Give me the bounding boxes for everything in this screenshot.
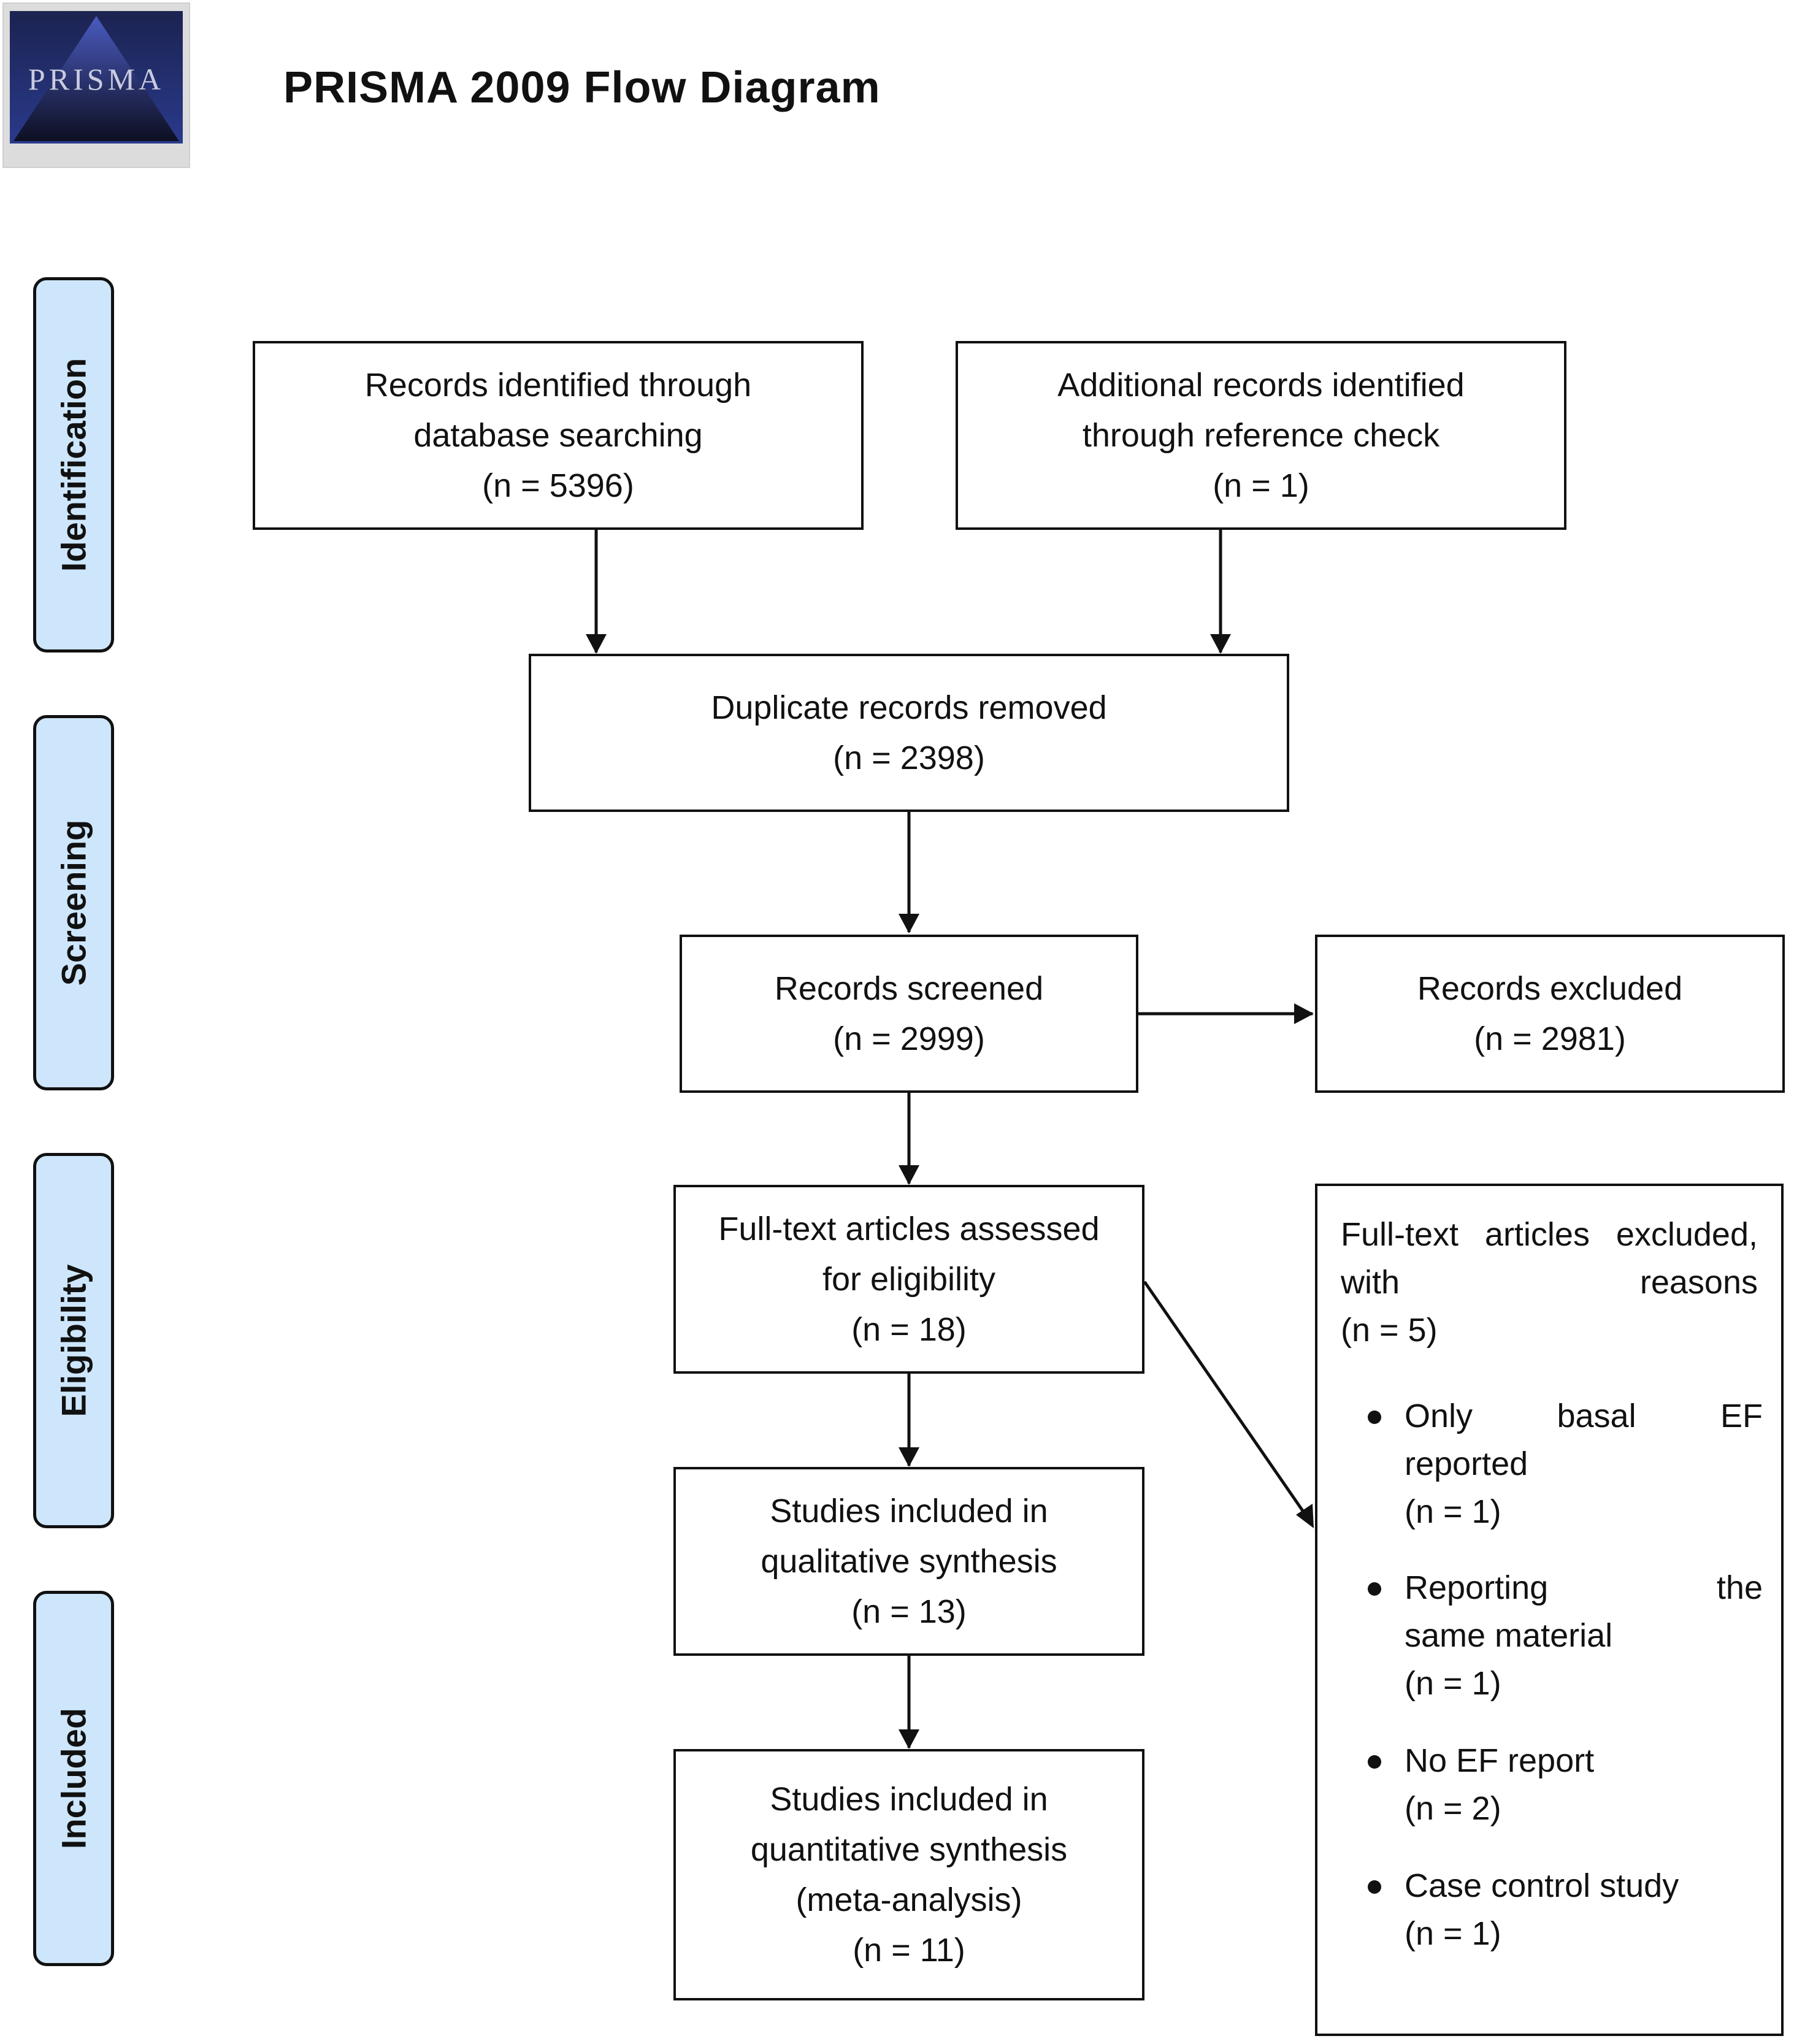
records-screened-label: Records screened — [774, 970, 1044, 1007]
exclusions-header-word1: Full-text — [1341, 1216, 1459, 1253]
database-search-line1: Records identified through — [364, 367, 752, 404]
exclusions-header-count: (n = 5) — [1341, 1312, 1438, 1349]
records-excluded-count: (n = 2981) — [1474, 1020, 1626, 1057]
stage-included: Included — [33, 1591, 114, 1966]
reason1-line2: reported — [1405, 1445, 1528, 1482]
box-records-screened: Records screened (n = 2999) — [680, 935, 1138, 1093]
box-records-excluded: Records excluded (n = 2981) — [1315, 935, 1785, 1093]
stage-screening: Screening — [33, 715, 114, 1090]
exclusion-reason-item: Only basal EF reported (n = 1) — [1368, 1392, 1763, 1536]
reference-check-line1: Additional records identified — [1057, 367, 1465, 404]
reason1-word2: basal — [1557, 1398, 1636, 1434]
reason1-count: (n = 1) — [1405, 1493, 1501, 1530]
stage-identification: Identification — [33, 277, 114, 653]
prisma-logo: PRISMA — [2, 2, 190, 168]
box-quantitative-synthesis: Studies included in quantitative synthes… — [673, 1749, 1144, 2000]
reason4-line1: Case control study — [1405, 1867, 1679, 1904]
arrow-fulltext-to-exclusions — [1143, 1280, 1311, 1521]
quantitative-line2: quantitative synthesis — [750, 1831, 1068, 1868]
duplicates-removed-label: Duplicate records removed — [711, 689, 1107, 726]
bullet-icon — [1368, 1755, 1381, 1769]
box-reference-check: Additional records identified through re… — [956, 341, 1566, 530]
reason2-word1: Reporting — [1405, 1569, 1549, 1606]
records-screened-count: (n = 2999) — [833, 1020, 985, 1057]
reason3-line1: No EF report — [1405, 1742, 1595, 1779]
qualitative-count: (n = 13) — [851, 1593, 967, 1630]
database-search-line2: database searching — [413, 417, 703, 454]
box-database-search: Records identified through database sear… — [253, 341, 864, 530]
quantitative-count: (n = 11) — [853, 1932, 965, 1969]
exclusion-reason-item: No EF report (n = 2) — [1368, 1737, 1763, 1832]
qualitative-line1: Studies included in — [770, 1493, 1048, 1529]
reference-check-count: (n = 1) — [1213, 467, 1309, 504]
quantitative-line1: Studies included in — [770, 1781, 1048, 1818]
duplicates-removed-count: (n = 2398) — [833, 740, 985, 776]
logo-wordmark: PRISMA — [28, 62, 164, 96]
box-qualitative-synthesis: Studies included in qualitative synthesi… — [673, 1467, 1144, 1656]
exclusions-header-word4: with — [1341, 1264, 1400, 1301]
reference-check-line2: through reference check — [1082, 417, 1440, 454]
reason1-word1: Only — [1405, 1398, 1473, 1434]
prisma-logo-graphic: PRISMA — [10, 11, 183, 144]
fulltext-assessed-line2: for eligibility — [822, 1261, 996, 1298]
reason1-word3: EF — [1720, 1398, 1763, 1434]
bullet-icon — [1368, 1582, 1381, 1596]
bullet-icon — [1368, 1880, 1381, 1894]
reason3-count: (n = 2) — [1405, 1790, 1501, 1827]
box-duplicates-removed: Duplicate records removed (n = 2398) — [529, 654, 1289, 812]
exclusion-reason-item: Case control study (n = 1) — [1368, 1862, 1763, 1958]
quantitative-line3: (meta-analysis) — [795, 1881, 1022, 1918]
fulltext-assessed-line1: Full-text articles assessed — [718, 1211, 1100, 1247]
stage-eligibility: Eligibility — [33, 1153, 114, 1528]
reason4-count: (n = 1) — [1405, 1915, 1501, 1952]
box-fulltext-excluded: Full-text articles excluded, with reason… — [1315, 1184, 1784, 2036]
qualitative-line2: qualitative synthesis — [761, 1543, 1057, 1580]
exclusions-header-word3: excluded, — [1616, 1216, 1758, 1253]
exclusions-header-word5: reasons — [1639, 1264, 1758, 1301]
database-search-count: (n = 5396) — [482, 467, 634, 504]
page-title: PRISMA 2009 Flow Diagram — [283, 63, 881, 112]
exclusions-header-word2: articles — [1484, 1216, 1590, 1253]
box-fulltext-assessed: Full-text articles assessed for eligibil… — [673, 1185, 1144, 1374]
exclusions-header: Full-text articles excluded, with reason… — [1341, 1211, 1758, 1354]
reason2-line2: same material — [1405, 1617, 1613, 1654]
exclusion-reason-item: Reporting the same material (n = 1) — [1368, 1564, 1763, 1707]
reason2-word2: the — [1716, 1569, 1763, 1606]
records-excluded-label: Records excluded — [1417, 970, 1683, 1007]
fulltext-assessed-count: (n = 18) — [851, 1311, 967, 1348]
reason2-count: (n = 1) — [1405, 1665, 1501, 1702]
bullet-icon — [1368, 1411, 1381, 1424]
